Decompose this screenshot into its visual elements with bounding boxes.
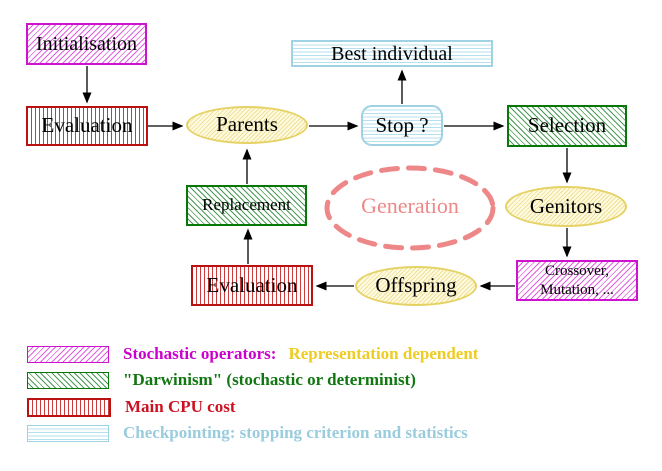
legend-swatch-cyan-stripes: [27, 424, 109, 442]
generation-label: Generation: [361, 193, 459, 218]
node-parents: Parents: [186, 106, 308, 144]
node-replacement: Replacement: [186, 185, 307, 226]
legend-row-checkpointing: Checkpointing: stopping criterion and st…: [27, 423, 468, 443]
node-initialisation: Initialisation: [26, 23, 147, 65]
node-offspring: Offspring: [355, 266, 477, 306]
legend-row-stochastic: Stochastic operators: Representation depe…: [27, 344, 478, 364]
legend-swatch-green-hatch: [27, 371, 109, 389]
node-crossover-mutation: Crossover, Mutation, ...: [516, 260, 638, 301]
mutation-line: Mutation, ...: [540, 281, 614, 298]
legend-label-representation-dependent: Representation dependent: [288, 344, 479, 363]
crossover-mutation-text: Crossover, Mutation, ...: [540, 262, 614, 300]
node-evaluation-bottom: Evaluation: [191, 265, 313, 306]
legend-row-darwinism: "Darwinism" (stochastic or determinist): [27, 370, 416, 390]
node-genitors: Genitors: [505, 186, 627, 227]
node-stop: Stop ?: [361, 105, 443, 146]
legend-label-main-cpu-cost: Main CPU cost: [125, 397, 236, 416]
legend-swatch-red-stripes: [27, 397, 111, 417]
legend-label-darwinism: "Darwinism" (stochastic or determinist): [123, 370, 416, 389]
legend-swatch-magenta-hatch: [27, 345, 109, 363]
legend-label-stochastic-operators: Stochastic operators:: [123, 344, 277, 363]
legend-text-stochastic: Stochastic operators: Representation depe…: [123, 344, 478, 364]
crossover-line: Crossover,: [545, 262, 609, 279]
node-selection: Selection: [507, 105, 627, 147]
node-evaluation-top: Evaluation: [26, 106, 148, 146]
legend-label-checkpointing: Checkpointing: stopping criterion and st…: [123, 423, 468, 442]
legend-row-cpu-cost: Main CPU cost: [27, 397, 235, 417]
node-best-individual: Best individual: [291, 40, 493, 67]
